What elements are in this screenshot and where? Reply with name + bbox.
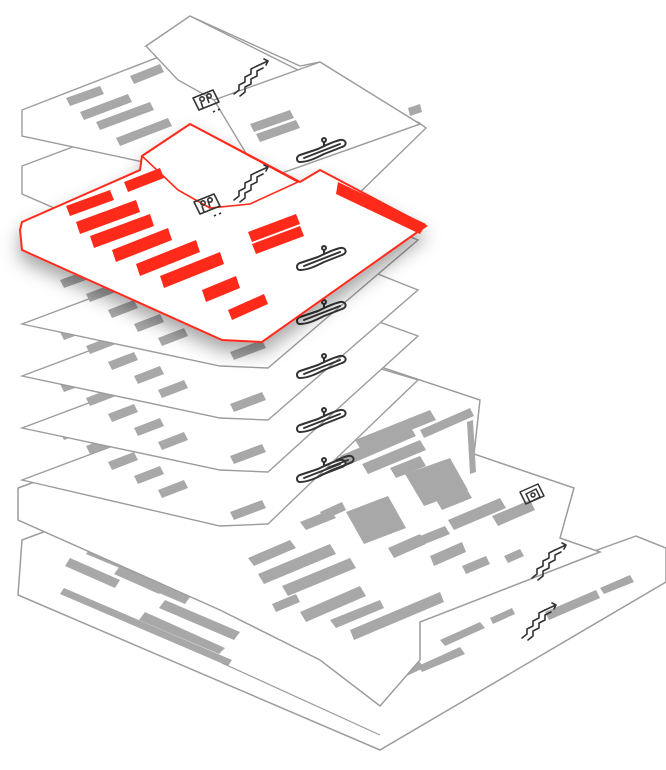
floor-highlighted-details (66, 123, 426, 320)
floor-highlighted (18, 122, 428, 344)
ground-blocks (60, 546, 634, 684)
floor-highlighted-plate (18, 122, 428, 344)
highlighted-blocks (66, 168, 426, 320)
floor-top (21, 15, 422, 181)
large-floor-blocks (248, 408, 535, 640)
